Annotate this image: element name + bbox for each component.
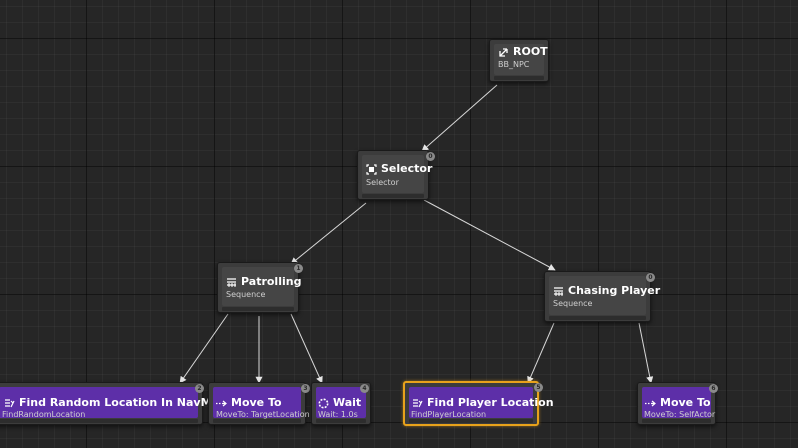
wire-selector-chasing [423, 199, 556, 271]
task-icon [5, 398, 15, 407]
execution-index-badge: 0 [426, 152, 435, 161]
node-subtitle: Wait: 1.0s [318, 410, 358, 419]
node-title: Patrolling [241, 275, 302, 288]
patrolling-node[interactable]: Patrolling Sequence 1 [217, 262, 303, 313]
node-title: Chasing Player [568, 284, 661, 297]
execution-index-badge: 2 [195, 384, 204, 393]
node-title: Selector [381, 162, 433, 175]
selector-node[interactable]: Selector Selector 0 [357, 150, 435, 200]
execution-index-badge: 1 [294, 264, 303, 273]
chasing-player-node[interactable]: Chasing Player Sequence 0 [544, 271, 660, 322]
sequence-icon [554, 286, 563, 296]
move-to-self-task-node[interactable]: Move To MoveTo: SelfActor 6 [637, 382, 718, 425]
move-to-target-task-node[interactable]: Move To MoveTo: TargetLocation 3 [208, 382, 310, 425]
node-subtitle: BB_NPC [498, 60, 530, 69]
node-title: ROOT [513, 45, 548, 58]
node-title: Move To [231, 396, 282, 409]
node-subtitle: MoveTo: SelfActor [644, 410, 716, 419]
selector-icon [366, 163, 377, 175]
wait-icon [318, 398, 329, 408]
execution-index-badge: 6 [709, 384, 718, 393]
root-icon [499, 47, 508, 57]
execution-index-badge: 3 [301, 384, 310, 393]
node-title: Move To [660, 396, 711, 409]
task-icon [413, 398, 423, 407]
wire-chasing-moveto [638, 322, 654, 384]
node-subtitle: Sequence [553, 299, 593, 308]
root-node[interactable]: ROOT BB_NPC [489, 39, 549, 82]
execution-index-badge: 5 [534, 383, 543, 392]
node-title: Find Random Location In NavMesh [19, 396, 234, 409]
wire-patrolling-findrandom [179, 313, 229, 384]
move-to-icon [645, 400, 656, 406]
execution-index-badge: 0 [646, 273, 655, 282]
wire-root-selector [421, 84, 498, 152]
node-subtitle: FindRandomLocation [2, 410, 86, 419]
wire-selector-patrolling [290, 202, 367, 265]
node-subtitle: MoveTo: TargetLocation [216, 410, 310, 419]
node-subtitle: Selector [366, 178, 399, 187]
find-player-location-task-node[interactable]: Find Player Location FindPlayerLocation … [403, 381, 554, 426]
wire-patrolling-wait [290, 313, 323, 384]
find-random-location-task-node[interactable]: Find Random Location In NavMesh FindRand… [0, 382, 233, 425]
node-title: Find Player Location [427, 396, 554, 409]
move-to-icon [216, 400, 227, 406]
node-subtitle: Sequence [226, 290, 266, 299]
execution-index-badge: 4 [360, 384, 369, 393]
wait-task-node[interactable]: Wait Wait: 1.0s 4 [311, 382, 371, 425]
wire-chasing-findplayer [527, 322, 555, 384]
node-subtitle: FindPlayerLocation [411, 410, 487, 419]
node-title: Wait [333, 396, 362, 409]
sequence-icon [227, 277, 236, 287]
